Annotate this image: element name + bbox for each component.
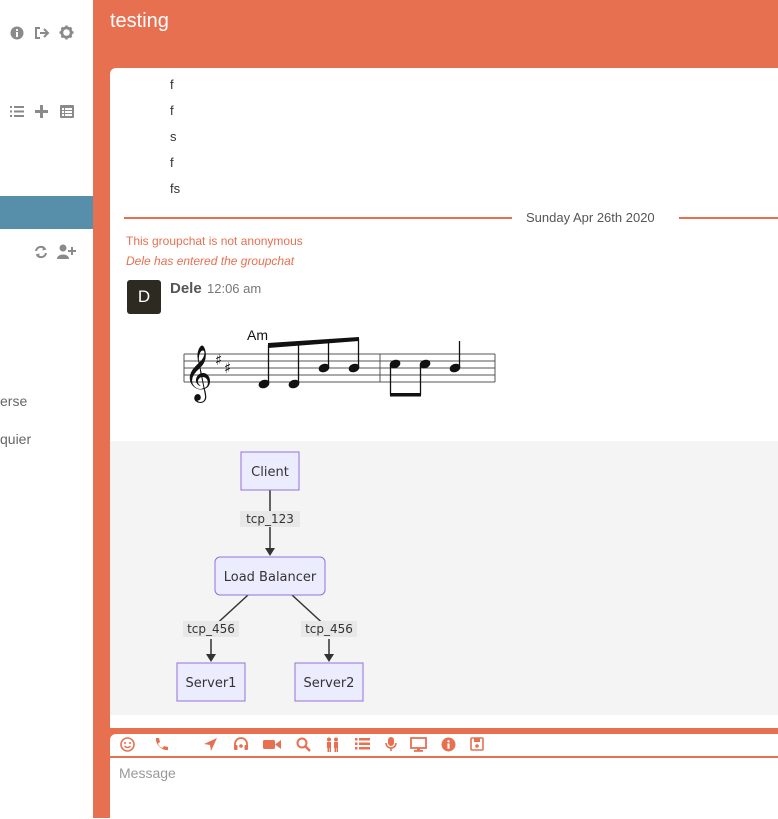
sharp-icon: ♯ — [215, 351, 222, 369]
message-composer — [110, 757, 778, 819]
list-icon[interactable] — [10, 105, 24, 120]
node-label: Client — [251, 465, 289, 480]
sheet-music: 𝄞 ♯ ♯ Am — [183, 327, 496, 403]
message-text: s — [170, 129, 177, 144]
node-label: Load Balancer — [224, 570, 317, 585]
treble-clef-icon: 𝄞 — [184, 345, 212, 403]
search-icon[interactable] — [296, 737, 311, 755]
users-icon[interactable] — [325, 737, 340, 755]
diagram-node-server1 — [176, 662, 246, 702]
chord-label: Am — [247, 327, 268, 343]
node-label: Server2 — [304, 676, 355, 691]
video-icon[interactable] — [263, 737, 282, 755]
microphone-icon[interactable] — [385, 737, 397, 755]
edge-label: tcp_456 — [305, 622, 353, 636]
message-text: fs — [170, 181, 181, 196]
smiley-icon[interactable] — [120, 737, 135, 755]
avatar[interactable]: D — [127, 280, 161, 314]
diagram-node-client — [240, 451, 300, 491]
diagram-node-load-balancer — [214, 556, 326, 596]
message-time: 12:06 am — [207, 281, 262, 296]
save-icon[interactable] — [470, 737, 484, 754]
gear-icon[interactable] — [59, 25, 74, 42]
info-not-anonymous: This groupchat is not anonymous — [126, 234, 303, 248]
flow-diagram: tcp_123 tcp_456 tcp_456 Client Load Bala… — [110, 441, 778, 715]
sidebar: erse quier — [0, 0, 94, 818]
message-text: f — [170, 77, 174, 92]
sidebar-room-item[interactable]: erse — [0, 393, 28, 409]
plus-icon[interactable] — [35, 105, 48, 120]
refresh-icon[interactable] — [34, 245, 48, 261]
info-icon[interactable] — [10, 26, 24, 42]
location-icon[interactable] — [203, 737, 218, 755]
chat-content: f f s f fs Sunday Apr 26th 2020 This gro… — [110, 68, 778, 728]
table-icon[interactable] — [60, 105, 74, 120]
date-separator-line — [124, 217, 512, 219]
chat-title: testing — [110, 10, 169, 32]
add-user-icon[interactable] — [57, 244, 76, 261]
message-input[interactable] — [117, 764, 721, 782]
headset-icon[interactable] — [233, 737, 249, 755]
message-text: f — [170, 103, 174, 118]
sidebar-room-item[interactable]: quier — [0, 431, 32, 447]
info-icon[interactable] — [441, 737, 456, 755]
edge-label: tcp_123 — [246, 512, 294, 526]
date-separator-line — [679, 217, 778, 219]
sharp-icon: ♯ — [224, 359, 231, 377]
message-author[interactable]: Dele — [170, 280, 202, 297]
desktop-icon[interactable] — [410, 737, 427, 755]
phone-icon[interactable] — [154, 737, 169, 755]
chat-toolbar — [110, 734, 778, 756]
sign-out-icon[interactable] — [34, 26, 50, 42]
node-label: Server1 — [186, 676, 237, 691]
info-entered: Dele has entered the groupchat — [126, 254, 295, 268]
edge-label: tcp_456 — [187, 622, 235, 636]
sidebar-item-selected[interactable] — [0, 196, 93, 229]
chat-panel: testing f f s f fs Sunday Apr 26th 2020 … — [93, 0, 778, 819]
diagram-node-server2 — [294, 662, 364, 702]
date-separator: Sunday Apr 26th 2020 — [526, 210, 655, 225]
message-text: f — [170, 155, 174, 170]
list-icon[interactable] — [355, 737, 370, 754]
